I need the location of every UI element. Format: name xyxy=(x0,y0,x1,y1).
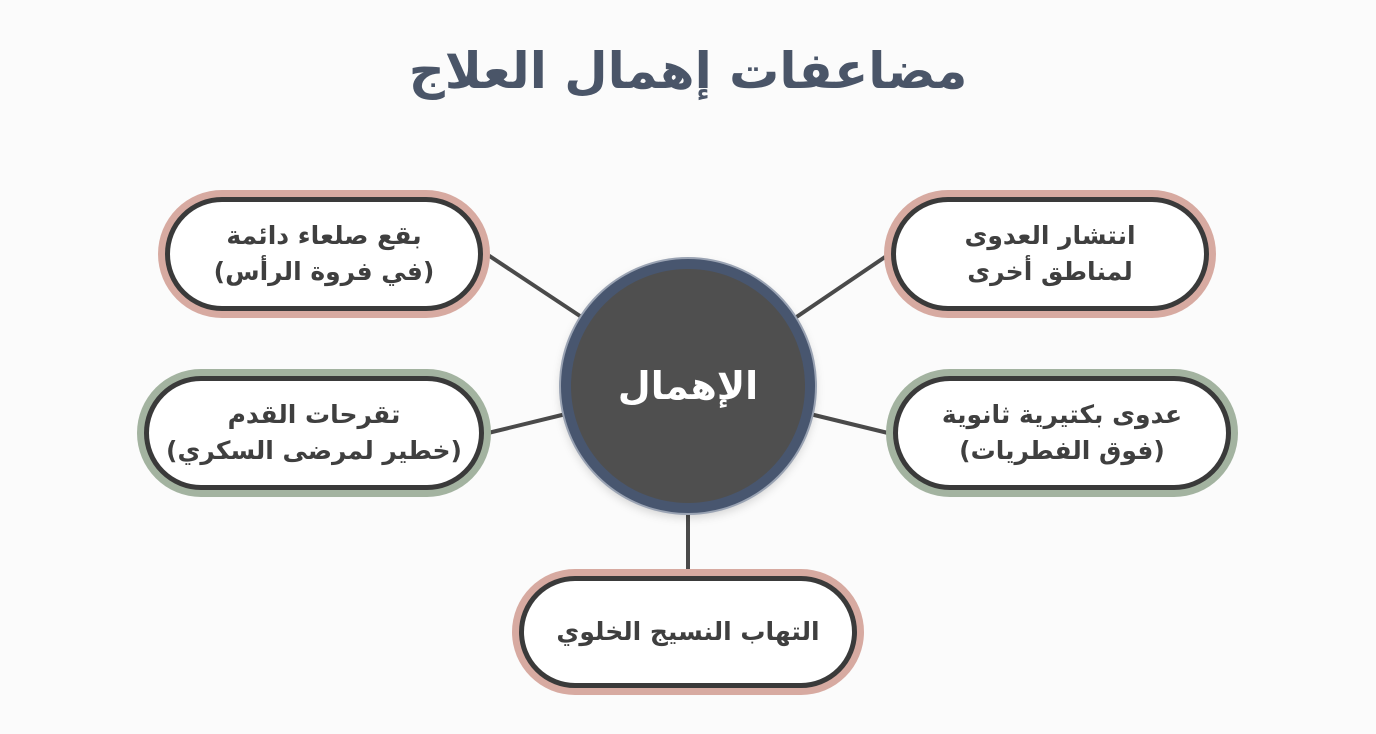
node-line-1: التهاب النسيج الخلوي xyxy=(556,616,820,646)
node-line-2: (فوق الفطريات) xyxy=(959,436,1165,465)
connector-middle-left xyxy=(487,412,567,435)
center-node-label: الإهمال xyxy=(617,364,759,408)
node-permanent-bald-patches: بقع صلعاء دائمة (في فروة الرأس) xyxy=(165,197,483,311)
node-infection-spread: انتشار العدوى لمناطق أخرى xyxy=(891,197,1209,311)
node-line-2: (في فروة الرأس) xyxy=(213,257,435,286)
center-node: الإهمال xyxy=(561,259,815,513)
node-line-1: بقع صلعاء دائمة xyxy=(226,220,422,250)
node-line-2: (خطير لمرضى السكري) xyxy=(166,436,462,465)
connector-middle-right xyxy=(809,412,889,435)
node-line-1: عدوى بكتيرية ثانوية xyxy=(941,399,1183,429)
node-line-1: انتشار العدوى xyxy=(964,220,1136,250)
node-cellulitis: التهاب النسيج الخلوي xyxy=(519,576,857,688)
node-line-1: تقرحات القدم xyxy=(227,399,401,429)
connector-top-left xyxy=(486,253,585,320)
node-secondary-bacterial-infection: عدوى بكتيرية ثانوية (فوق الفطريات) xyxy=(893,376,1231,490)
node-foot-ulcers: تقرحات القدم (خطير لمرضى السكري) xyxy=(144,376,484,490)
connector-top-right xyxy=(793,253,890,320)
node-line-2: لمناطق أخرى xyxy=(967,257,1133,286)
diagram-title: مضاعفات إهمال العلاج xyxy=(408,42,968,100)
